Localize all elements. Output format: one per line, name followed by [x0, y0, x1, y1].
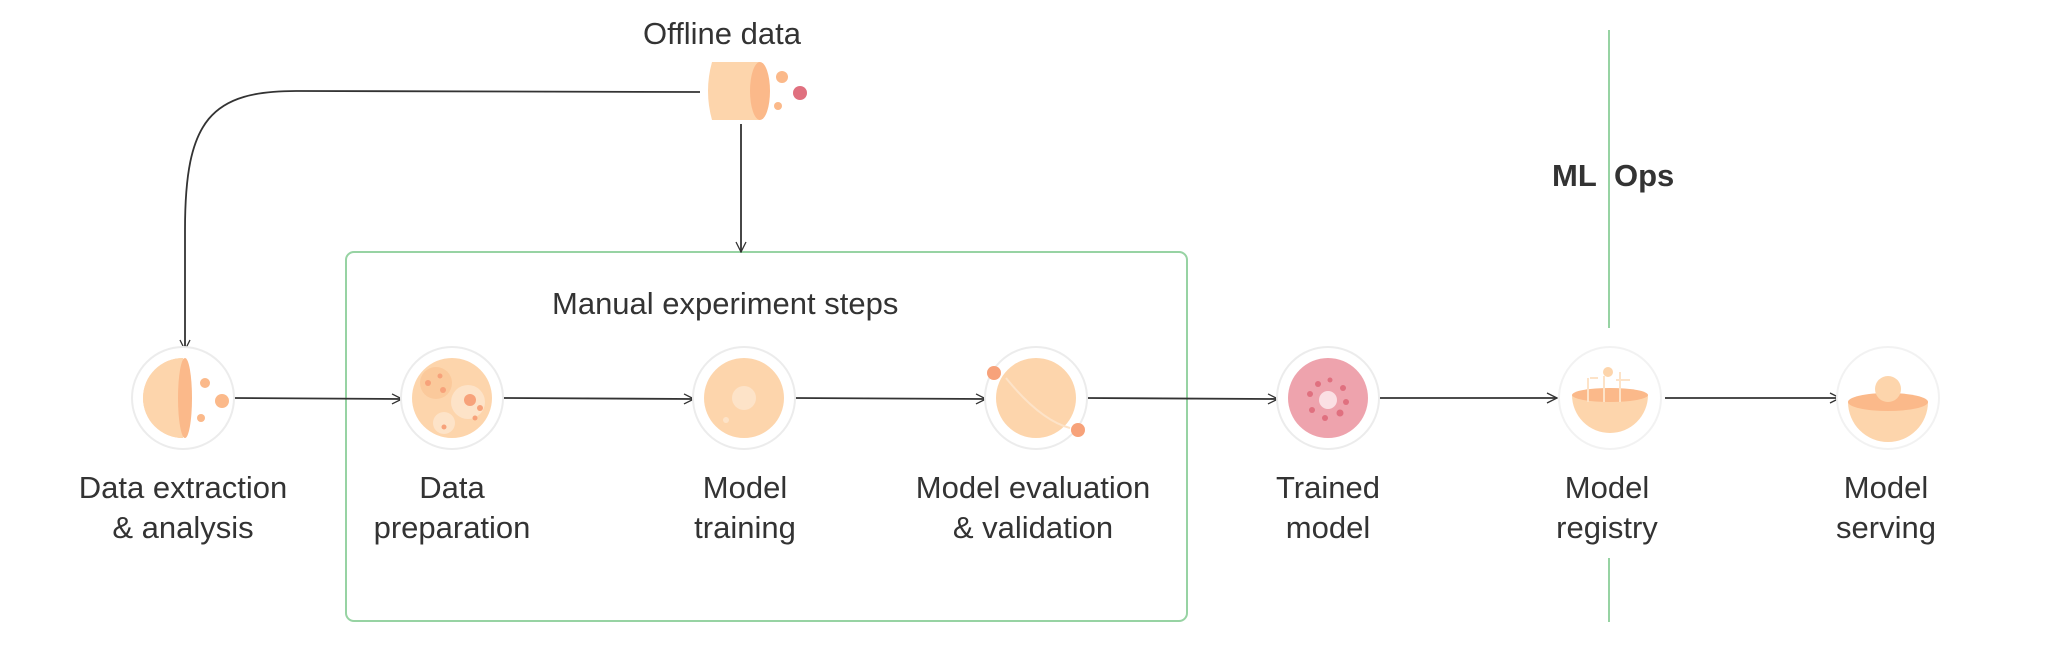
extraction-to-preparation-arrow [232, 398, 402, 399]
model-registry-label: Model registry [1556, 468, 1658, 548]
data-extraction-label-line1: Data extraction [78, 470, 288, 505]
model-registry-label-line1: Model [1564, 470, 1650, 505]
model-training-label-line2: training [694, 510, 796, 545]
evaluation-to-trained-arrow [1085, 398, 1278, 399]
model-evaluation-label-line1: Model evaluation [915, 470, 1151, 505]
preparation-to-training-arrow [501, 398, 694, 399]
offline-data-icon [708, 62, 807, 120]
model-training-label-line1: Model [702, 470, 788, 505]
model-training-icon [692, 346, 796, 450]
training-to-evaluation-arrow [793, 398, 986, 399]
offline-data-label: Offline data [643, 16, 801, 51]
data-extraction-label: Data extraction & analysis [79, 468, 288, 548]
manual-experiment-steps-title: Manual experiment steps [552, 286, 899, 321]
manual-experiment-box [345, 251, 1188, 622]
mlops-right-label: Ops [1614, 158, 1675, 193]
trained-model-label-line1: Trained [1276, 470, 1380, 505]
data-preparation-label-line1: Data [419, 470, 485, 505]
data-extraction-label-line2: & analysis [112, 510, 254, 545]
model-evaluation-label-line2: & validation [952, 510, 1114, 545]
data-preparation-label-line2: preparation [373, 510, 531, 545]
offline-to-extraction-arrow [185, 90, 701, 350]
model-registry-label-line2: registry [1556, 510, 1658, 545]
model-training-label: Model training [694, 468, 796, 548]
data-preparation-icon [400, 346, 504, 450]
model-serving-label-line1: Model [1843, 470, 1929, 505]
trained-model-label-line2: model [1285, 510, 1371, 545]
data-preparation-label: Data preparation [374, 468, 531, 548]
model-registry-icon [1558, 346, 1662, 450]
trained-model-label: Trained model [1276, 468, 1380, 548]
model-serving-label-line2: serving [1836, 510, 1936, 545]
model-serving-icon [1836, 346, 1940, 450]
model-evaluation-label: Model evaluation & validation [916, 468, 1150, 548]
model-evaluation-icon [984, 346, 1088, 450]
mlops-left-label: ML [1552, 158, 1597, 193]
data-extraction-icon [131, 346, 235, 450]
model-serving-label: Model serving [1836, 468, 1936, 548]
trained-model-icon [1276, 346, 1380, 450]
